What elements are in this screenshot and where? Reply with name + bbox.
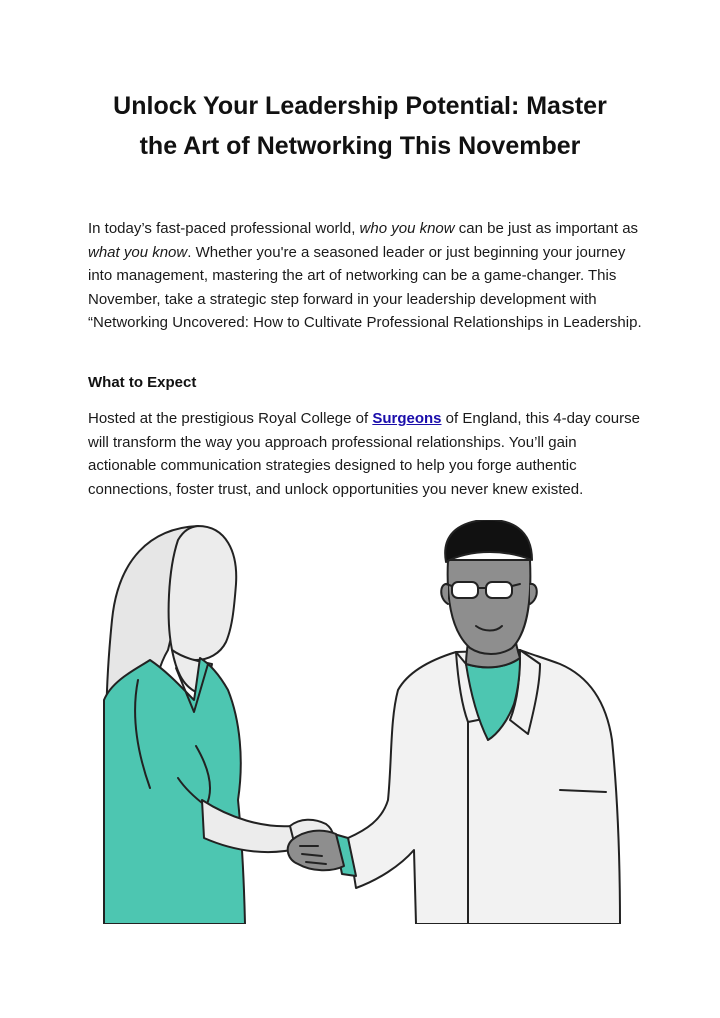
man-hair [444,520,533,563]
woman-figure [103,525,301,924]
section-heading: What to Expect [88,374,197,391]
man-smile [475,625,503,632]
woman-v-neck [175,663,209,713]
section-text-after-link: of England, this 4-day course will trans… [88,410,640,498]
woman-hair-strand [134,679,151,789]
man-coat-pocket [559,789,607,793]
man-ear-left [440,582,449,605]
handshake [286,818,345,872]
man-face [446,559,532,655]
title-line-2: the Art of Networking This November [139,132,581,160]
woman-face [167,525,238,661]
section-text-before-link: Hosted at the prestigious Royal College … [88,410,373,427]
title-line-1: Unlock Your Leadership Potential: Master [113,92,607,120]
intro-text-3: . Whether you're a seasoned leader or ju… [88,243,642,332]
glasses-icon [445,581,521,599]
intro-emphasis-what-you-know: what you know [88,243,188,261]
intro-text-1: In today’s fast-paced professional world… [88,220,356,237]
man-ear-right [529,582,538,605]
intro-emphasis-who-you-know: who you know [359,220,455,237]
section-paragraph: Hosted at the prestigious Royal College … [88,407,644,501]
intro-paragraph: In today’s fast-paced professional world… [88,217,644,335]
man-lab-coat [347,649,621,924]
woman-scrubs-top [103,657,246,924]
surgeons-link[interactable]: Surgeons [372,410,442,427]
intro-text-2: can be just as important as [458,220,639,237]
man-figure [333,520,621,924]
page-title: Unlock Your Leadership Potential: Master… [60,86,660,166]
man-hand [286,829,345,872]
finger-lines [299,845,327,865]
handshake-illustration [103,520,621,924]
